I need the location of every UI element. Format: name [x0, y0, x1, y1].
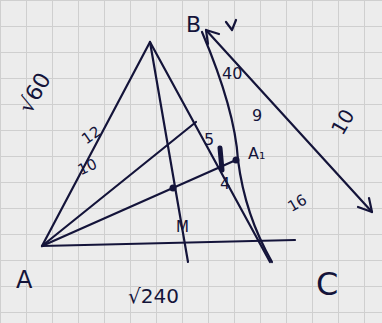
length-label: 40 [222, 66, 242, 82]
vertex-label: B [186, 14, 201, 36]
side-bc [150, 42, 270, 262]
altitude-line [150, 42, 188, 262]
arrow-head [226, 20, 236, 30]
length-label: 16 [286, 192, 310, 215]
side-ab [42, 42, 150, 246]
length-label: 10 [328, 106, 358, 138]
arrow-head [206, 30, 219, 44]
point-label: A₁ [248, 146, 265, 162]
vertex-label: C [316, 268, 338, 300]
point-dot [170, 185, 177, 192]
bold-segment [220, 148, 222, 170]
vertex-label: A [16, 268, 32, 292]
curve-side [202, 32, 272, 262]
side-label: √240 [128, 286, 179, 306]
median-line [42, 160, 236, 246]
arrow-head [358, 198, 372, 212]
point-dot [233, 157, 240, 164]
measure-line [206, 30, 372, 212]
length-label: 4 [220, 176, 230, 192]
point-label: M [176, 220, 189, 235]
cevian-line [42, 122, 196, 246]
side-ac [42, 240, 295, 246]
length-label: 12 [79, 124, 103, 147]
length-label: 9 [252, 108, 262, 124]
length-label: 5 [204, 132, 214, 148]
side-label: √60 [15, 69, 55, 116]
